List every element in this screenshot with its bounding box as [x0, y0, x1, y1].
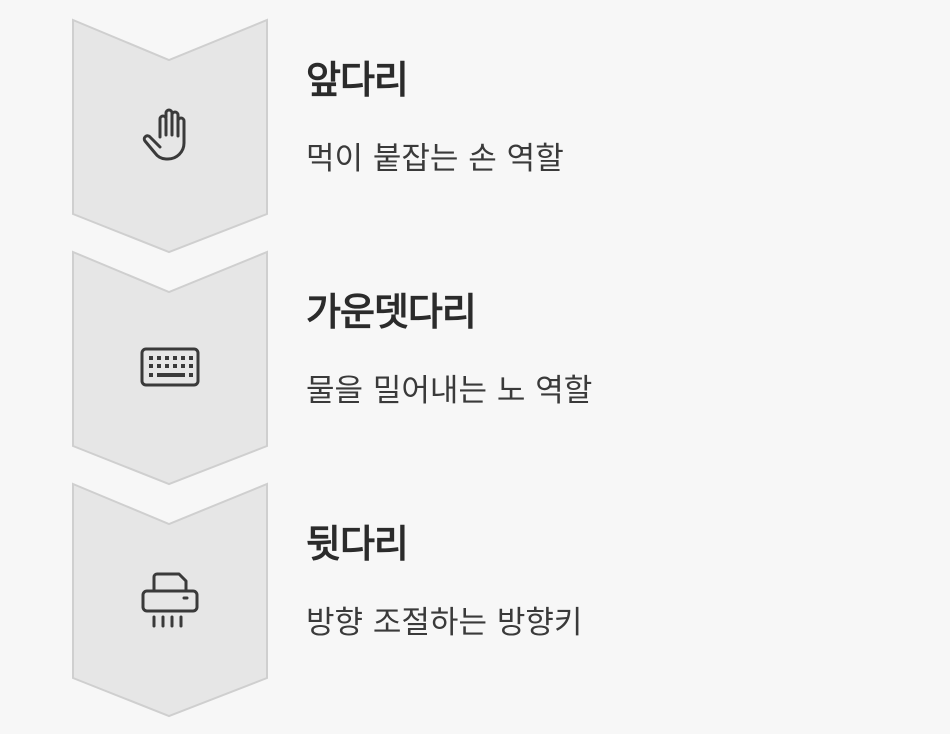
step-2-chevron — [71, 250, 269, 486]
step-1-title: 앞다리 — [306, 58, 409, 102]
step-3-description: 방향 조절하는 방향키 — [306, 605, 583, 641]
step-3-title: 뒷다리 — [306, 522, 409, 566]
step-2-description: 물을 밀어내는 노 역할 — [306, 373, 593, 409]
keyboard-icon — [140, 347, 200, 387]
hand-icon — [142, 108, 186, 161]
step-2-title: 가운뎃다리 — [306, 290, 477, 334]
step-1-description: 먹이 붙잡는 손 역할 — [306, 141, 564, 177]
step-1-chevron — [71, 18, 269, 254]
shredder-icon — [141, 572, 199, 628]
step-3-chevron — [71, 482, 269, 718]
